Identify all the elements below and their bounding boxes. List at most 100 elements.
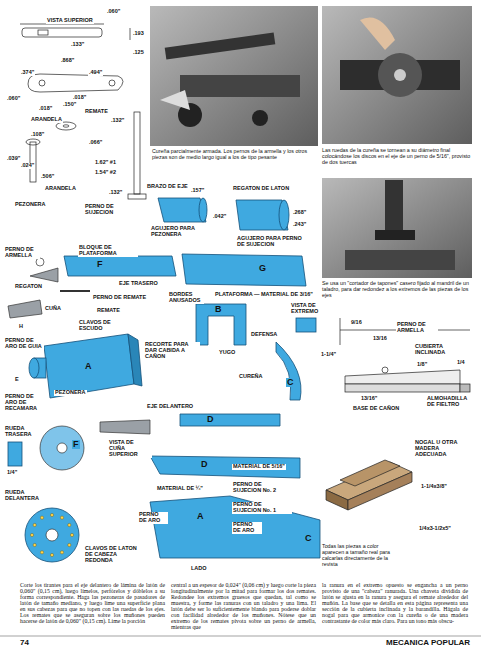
dimension-label: .132" <box>110 118 125 124</box>
dimension-label: PEZONERA <box>54 390 87 396</box>
dimension-label: PERNO DE SUJECION No. 1 <box>232 502 292 514</box>
dimension-label: PEZONERA <box>14 202 47 208</box>
page-footer: 74 <box>20 639 29 647</box>
nail-heads <box>40 551 43 554</box>
nail-heads <box>70 533 73 536</box>
small-parts <box>20 24 146 199</box>
part-letter: D <box>206 415 215 424</box>
dimension-label: .374" <box>20 70 35 76</box>
dimension-label: RUEDA DELANTERA <box>4 490 46 502</box>
gray-parts <box>60 290 90 292</box>
dimension-label: .018" <box>72 95 87 101</box>
page-footer: MECANICA POPULAR <box>386 639 470 647</box>
dimension-label: PERNO DE ARO DE GUIA <box>4 338 44 350</box>
dimension-label: PERNO DE ARO DE RECAMARA <box>4 394 44 412</box>
blue-parts <box>150 496 320 558</box>
dimension-label: .157" <box>190 188 205 194</box>
blue-parts <box>196 304 246 345</box>
dimension-label: 1-1/4x3/8" <box>420 484 448 490</box>
part-letter: C <box>304 534 313 543</box>
dimension-label: VISTA DE EXTREMO <box>290 303 318 315</box>
dimension-label: REMATE <box>84 109 109 115</box>
small-parts <box>26 139 40 145</box>
small-parts <box>109 80 115 86</box>
photo <box>385 180 403 230</box>
dimension-label: BORDES ANUSADOS <box>168 292 204 304</box>
base-drawing <box>340 460 400 486</box>
dimension-label: CLAVOS DE ESCUDO <box>78 320 116 332</box>
dimension-label: .108" <box>30 132 45 138</box>
dimension-label: CLAVOS DE LATON DE CABEZA REDONDA <box>84 546 140 564</box>
nail-heads <box>33 543 36 546</box>
base-drawing <box>326 318 470 510</box>
photo <box>378 53 422 97</box>
body-text: la ranura en el extremo opuesto se engan… <box>322 582 468 624</box>
blue-parts <box>25 508 79 562</box>
dimension-label: MATERIAL DE 5/16" <box>232 464 286 470</box>
dimension-label: CUÑA <box>44 306 62 312</box>
dimension-label: CUREÑA <box>238 374 264 380</box>
dimension-label: VISTA DE CUÑA SUPERIOR <box>108 440 152 458</box>
part-letter: A <box>84 362 93 371</box>
dimension-label: E <box>14 377 20 383</box>
dimension-label: .193 <box>132 31 145 37</box>
dimension-label: ARANDELA <box>44 186 77 192</box>
base-drawing <box>326 490 348 510</box>
blue-parts <box>279 200 289 230</box>
dimension-label: .494" <box>88 70 103 76</box>
nail-heads <box>33 523 36 526</box>
part-letter: F <box>72 440 80 449</box>
blue-parts <box>158 198 206 222</box>
blue-parts <box>182 254 306 286</box>
dimension-label: PERNO DE SUJECION No. 2 <box>232 482 292 494</box>
gray-parts <box>100 420 150 434</box>
dimension-label: AGUJERO PARA PERNO DE SUJECION <box>236 236 306 248</box>
dimension-label: 1-1/4" <box>320 352 337 358</box>
small-parts <box>63 125 69 127</box>
dimension-label: PERNO DE REMATE <box>92 295 147 301</box>
blue-parts <box>276 342 301 400</box>
photo <box>150 6 472 278</box>
nail-heads <box>50 553 53 556</box>
dimension-label: .066" <box>88 140 103 146</box>
nail-heads <box>30 533 33 536</box>
photo <box>180 75 300 97</box>
small-parts <box>30 142 36 182</box>
body-text: central a un espesor de 0,024" (0,06 cm)… <box>171 582 316 630</box>
nail-heads <box>40 516 43 519</box>
dimension-label: 1/8" <box>416 362 428 368</box>
dimension-label: EJE TRASERO <box>118 281 159 287</box>
dimension-label: .024" <box>20 163 35 169</box>
dimension-label: 13/16 <box>372 336 388 342</box>
dimension-label: BLOQUE DE PLATAFORMA <box>78 245 138 257</box>
base-drawing <box>345 370 460 384</box>
photo <box>345 250 455 270</box>
blue-parts <box>128 334 142 386</box>
dimension-label: LADO <box>190 566 208 572</box>
dimension-label: PLATAFORMA — MATERIAL DE 3/16" <box>214 292 314 298</box>
gray-parts <box>40 426 84 470</box>
dimension-label: 9/16 <box>350 320 363 326</box>
photo <box>394 69 406 81</box>
photo <box>160 90 190 110</box>
photo-caption: Se usa un "cortador de tapones" casero f… <box>322 281 472 299</box>
dimension-label: 1/4" <box>6 470 18 476</box>
blue-parts <box>296 318 316 332</box>
base-drawing <box>382 367 388 373</box>
dimension-label: 1/4x3-1/2x5" <box>418 526 452 532</box>
dimension-label: .042" <box>212 214 227 220</box>
dimension-label: ALMOHADILLA DE FIELTRO <box>426 396 468 408</box>
dimension-label: 1/4 <box>456 360 466 366</box>
dimension-label: REMATE <box>96 308 121 314</box>
nail-heads <box>68 543 71 546</box>
photo-caption: Las ruedas de la cureña se tornean a su … <box>322 148 472 166</box>
photo <box>375 230 415 240</box>
dimension-label: .125 <box>132 50 145 56</box>
base-drawing <box>345 384 460 392</box>
part-letter: D <box>200 460 209 469</box>
gray-parts <box>8 300 42 318</box>
dimension-label: .506" <box>40 174 55 180</box>
dimension-label: .060" <box>6 96 21 102</box>
gray-parts <box>30 268 58 282</box>
body-text: Corte los tirantes para el eje delantero… <box>20 582 165 624</box>
